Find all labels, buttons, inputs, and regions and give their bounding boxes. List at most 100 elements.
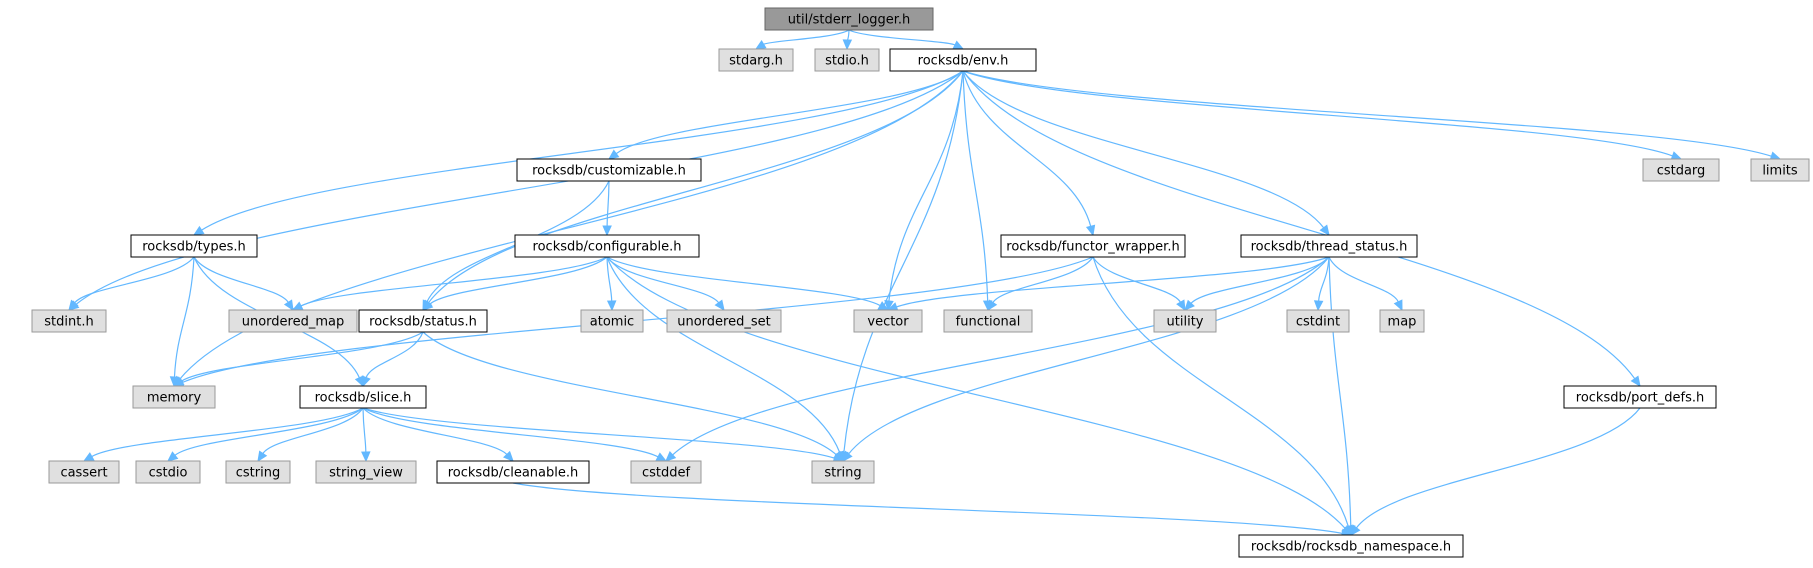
edge-env-to-functor: [962, 70, 1092, 227]
node-box: [1286, 309, 1350, 333]
node-rocksdb-slice-h[interactable]: rocksdb/slice.h: [299, 385, 427, 409]
node-box: [853, 309, 923, 333]
edge-arrowhead: [169, 376, 180, 388]
node-label: stdio.h: [825, 54, 869, 69]
node-label: map: [1388, 315, 1417, 330]
node-label: rocksdb/cleanable.h: [448, 466, 579, 481]
node-box: [514, 234, 700, 258]
node-rocksdb-cleanable-h[interactable]: rocksdb/cleanable.h: [436, 460, 590, 484]
node-box: [358, 309, 488, 333]
edge-thread_status-to-cstddef: [672, 256, 1330, 456]
edge-arrowhead: [283, 299, 294, 312]
edge-root-to-stdio_h: [846, 29, 850, 41]
node-map: map: [1379, 309, 1425, 333]
edge-configurable-to-unordered_set: [606, 256, 720, 304]
node-label: vector: [867, 315, 909, 330]
node-rocksdb-status-h[interactable]: rocksdb/status.h: [358, 309, 488, 333]
edge-configurable-to-atomic: [606, 256, 613, 302]
node-box: [315, 460, 417, 484]
edge-arrowhead: [1085, 224, 1096, 237]
edge-env-to-thread_status: [962, 70, 1325, 229]
edge-root-to-stdarg_h: [763, 29, 850, 45]
edge-arrowhead: [987, 299, 998, 312]
node-rocksdb-configurable-h[interactable]: rocksdb/configurable.h: [514, 234, 700, 258]
edge-arrowhead: [1176, 299, 1186, 312]
edge-slice-to-string_view: [362, 407, 367, 453]
node-label: string: [824, 466, 861, 481]
node-rocksdb-customizable-h[interactable]: rocksdb/customizable.h: [516, 158, 702, 182]
node-label: rocksdb/rocksdb_namespace.h: [1251, 540, 1451, 555]
node-label: rocksdb/functor_wrapper.h: [1006, 240, 1179, 255]
node-label: atomic: [590, 315, 634, 330]
node-rocksdb-thread-status-h[interactable]: rocksdb/thread_status.h: [1240, 234, 1418, 258]
node-box: [811, 460, 875, 484]
edge-env-to-string: [843, 70, 964, 453]
edge-env-to-port_defs: [962, 70, 1636, 380]
node-label: rocksdb/port_defs.h: [1576, 391, 1704, 406]
node-util-stderr-logger-h[interactable]: util/stderr_logger.h: [764, 7, 934, 31]
node-label: rocksdb/configurable.h: [533, 240, 682, 255]
edge-thread_status-to-namespace: [1328, 256, 1352, 527]
edge-arrowhead: [884, 300, 894, 312]
edge-arrowhead: [665, 451, 677, 462]
node-label: unordered_set: [677, 315, 770, 330]
edge-arrowhead: [257, 450, 268, 463]
edge-arrowhead: [361, 375, 371, 388]
edge-arrowhead: [82, 452, 95, 462]
node-label: rocksdb/customizable.h: [532, 164, 686, 179]
node-atomic: atomic: [580, 309, 644, 333]
edge-thread_status-to-cstdint: [1318, 256, 1330, 302]
node-label: limits: [1762, 164, 1798, 179]
edge-status-to-string: [422, 331, 837, 456]
node-cstdio: cstdio: [135, 460, 201, 484]
edge-arrowhead: [354, 375, 364, 388]
node-rocksdb-env-h[interactable]: rocksdb/env.h: [889, 48, 1037, 72]
edge-thread_status-to-string: [848, 256, 1330, 455]
edge-port_defs-to-namespace: [1355, 407, 1641, 529]
edge-status-to-memory: [181, 331, 424, 382]
node-box: [135, 460, 201, 484]
node-rocksdb-port-defs-h[interactable]: rocksdb/port_defs.h: [1563, 385, 1717, 409]
edge-arrowhead: [1319, 224, 1330, 236]
node-box: [48, 460, 120, 484]
node-label: cassert: [60, 466, 107, 481]
node-limits: limits: [1750, 158, 1810, 182]
node-rocksdb-rocksdb-namespace-h[interactable]: rocksdb/rocksdb_namespace.h: [1238, 534, 1464, 558]
node-box: [1153, 309, 1217, 333]
dependency-nodes: util/stderr_logger.h stdarg.h stdio.h rocks…: [31, 7, 1810, 558]
edge-arrowhead: [192, 225, 205, 236]
edge-root-to-env: [848, 29, 956, 46]
edge-customizable-to-configurable: [606, 180, 610, 227]
node-cstring: cstring: [225, 460, 291, 484]
edge-env-to-types: [201, 70, 964, 231]
node-cstdint: cstdint: [1286, 309, 1350, 333]
node-label: functional: [956, 315, 1021, 330]
edge-arrowhead: [172, 376, 185, 387]
node-label: string_view: [329, 466, 403, 481]
edge-functor-to-functional: [992, 256, 1094, 303]
edge-arrowhead: [952, 40, 965, 50]
node-label: stdarg.h: [729, 54, 783, 69]
node-rocksdb-types-h[interactable]: rocksdb/types.h: [130, 234, 258, 258]
edge-thread_status-to-map: [1328, 256, 1399, 303]
edge-arrowhead: [1313, 300, 1324, 312]
edge-env-to-cstdarg: [962, 70, 1673, 157]
edge-configurable-to-string: [606, 256, 841, 453]
node-box: [516, 158, 702, 182]
edge-arrowhead: [1393, 299, 1403, 312]
edge-configurable-to-status: [429, 256, 608, 305]
edge-env-to-vector: [888, 70, 964, 302]
node-box: [1642, 158, 1720, 182]
edge-env-to-limits: [962, 70, 1772, 157]
node-box: [1240, 234, 1418, 258]
edge-arrowhead: [361, 451, 371, 463]
edge-arrowhead: [602, 225, 612, 237]
node-rocksdb-functor-wrapper-h[interactable]: rocksdb/functor_wrapper.h: [1000, 234, 1186, 258]
edge-slice-to-cstring: [262, 407, 364, 454]
edge-arrowhead: [842, 450, 853, 462]
edge-functor-to-namespace: [1092, 256, 1349, 527]
edge-arrowhead: [714, 299, 725, 311]
edge-env-to-stdint_h: [75, 70, 964, 305]
edge-thread_status-to-utility: [1190, 256, 1330, 304]
edge-configurable-to-vector: [606, 256, 881, 307]
